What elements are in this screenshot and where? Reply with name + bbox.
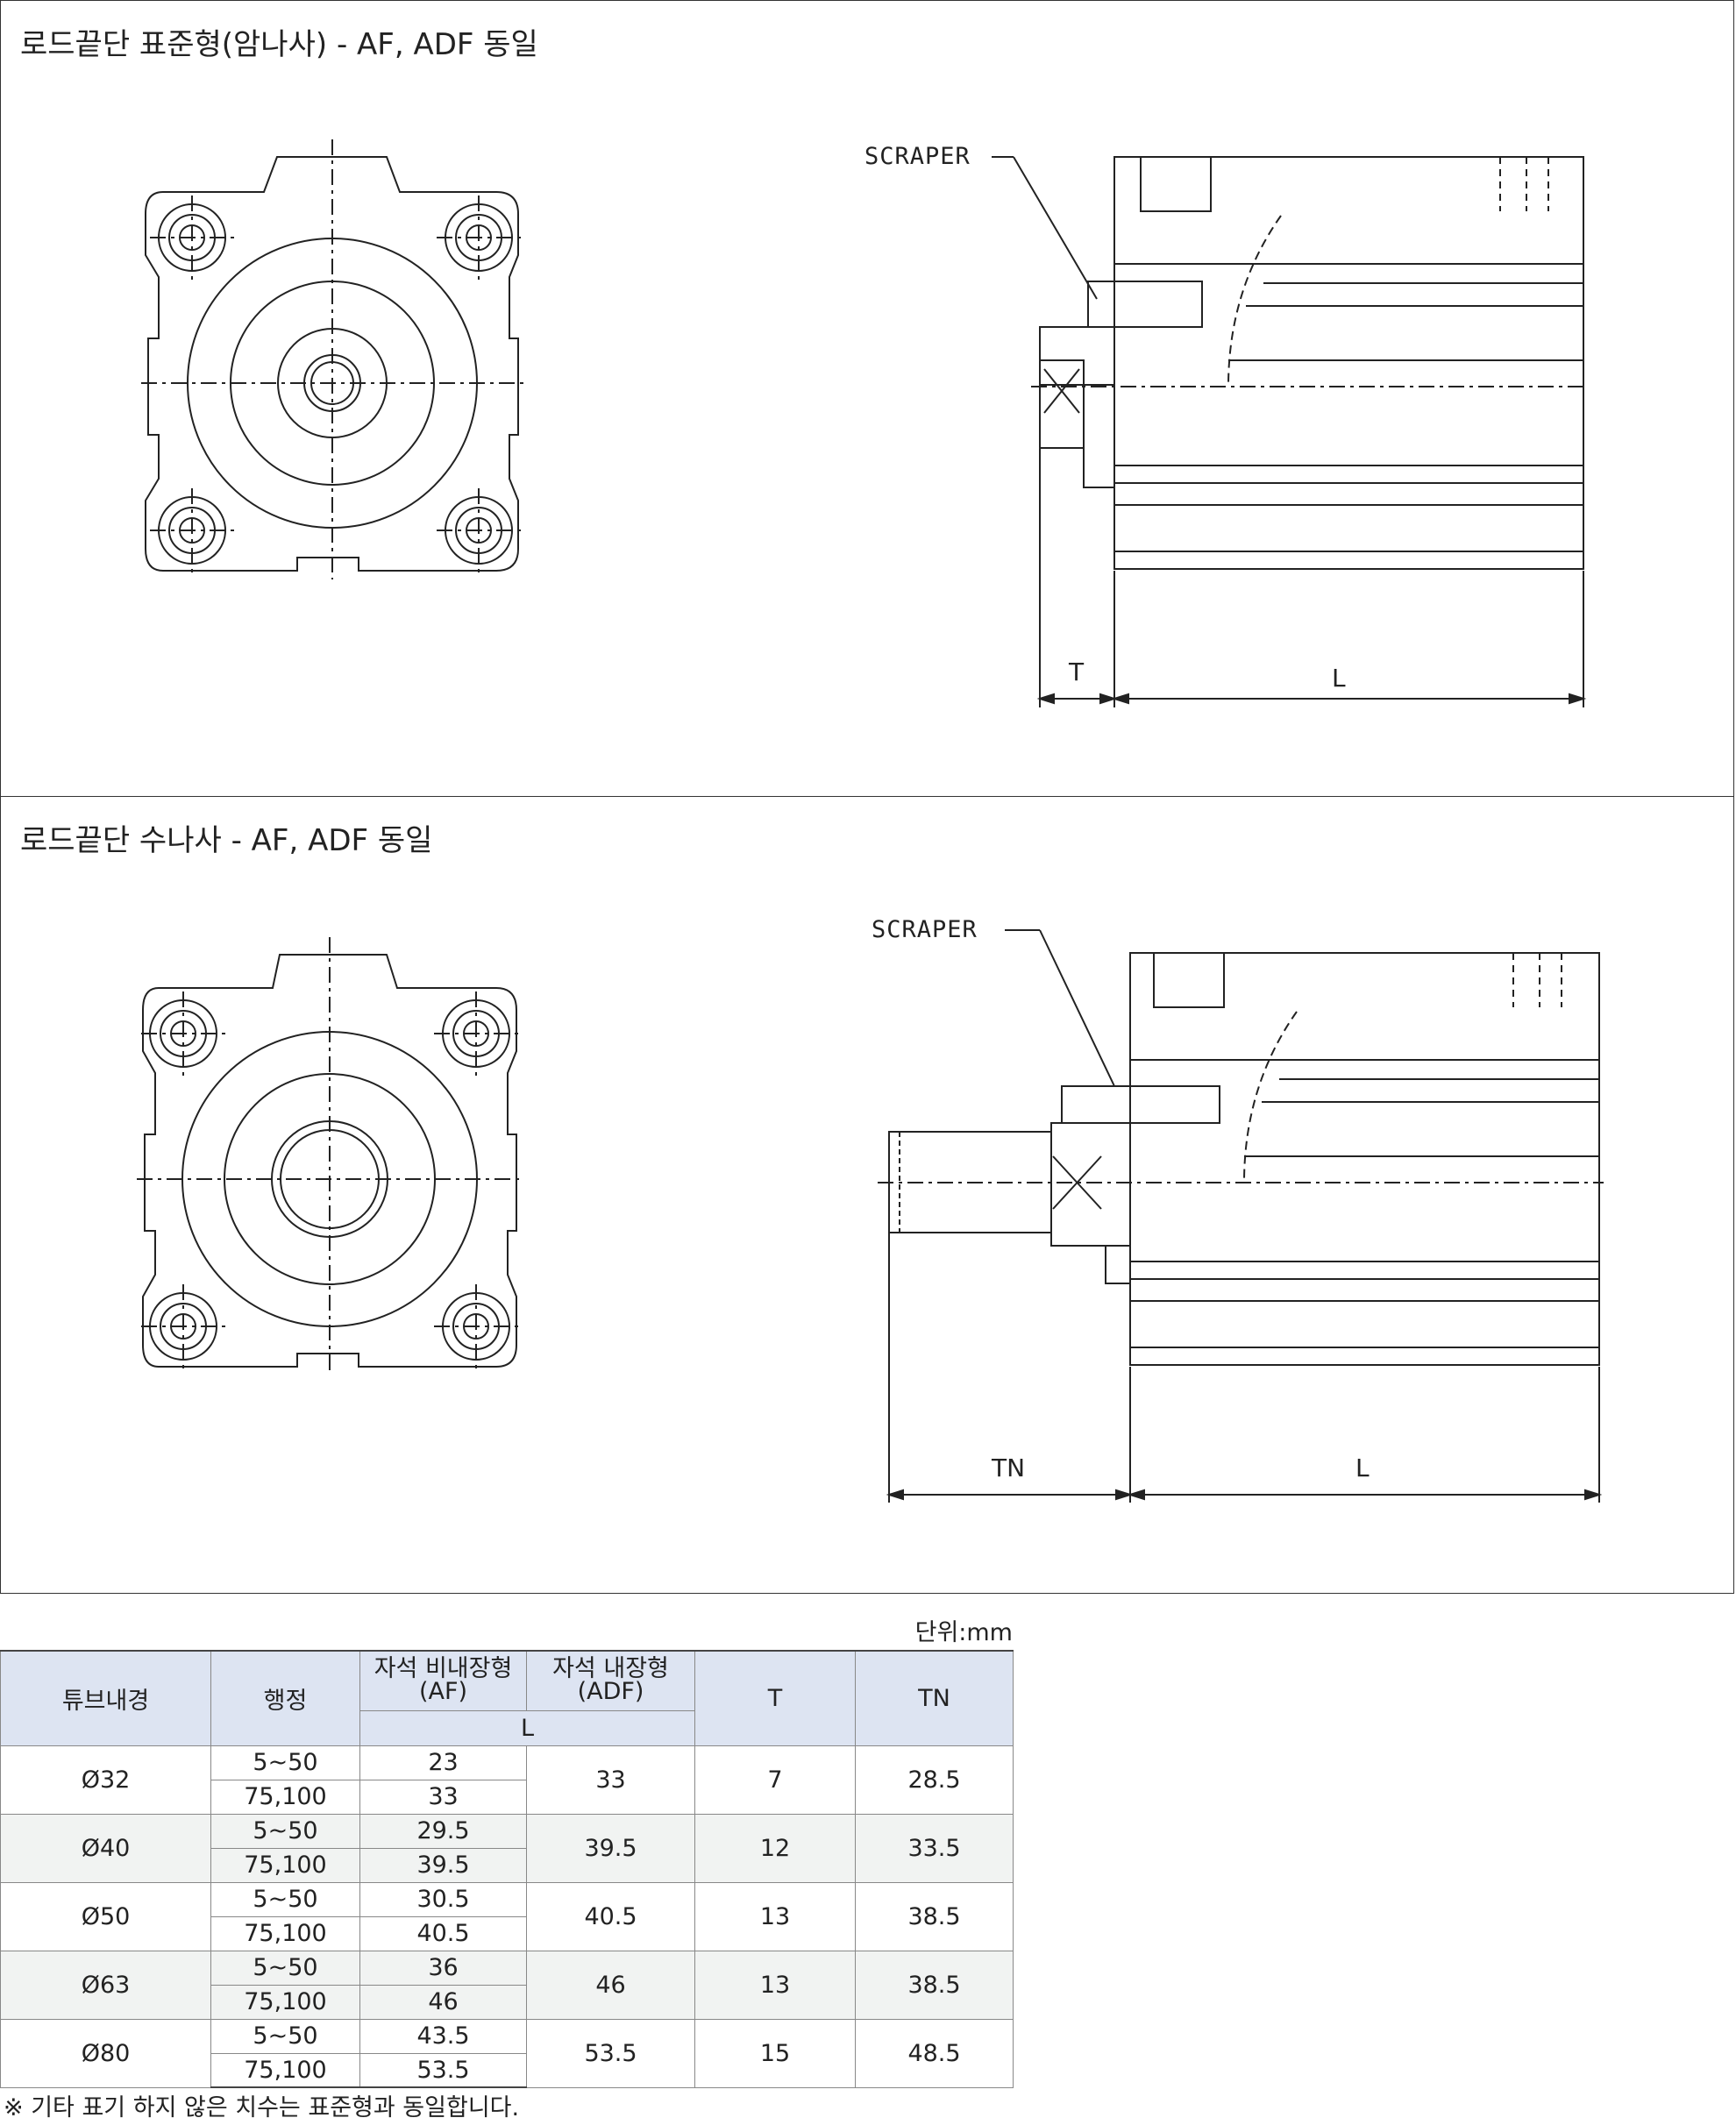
table-cell-stroke: 5~50 [210,2018,360,2054]
table-cell-stroke: 5~50 [210,1950,360,1986]
drawing-panel-male-thread: 로드끝단 수나사 - AF, ADF 동일 [0,796,1734,1594]
table-cell-tn: 33.5 [855,1813,1014,1883]
section-title: 로드끝단 수나사 - AF, ADF 동일 [20,823,433,858]
header-af: 자석 비내장형(AF) [359,1650,527,1711]
table-cell-t: 13 [694,1950,856,2020]
table-cell-stroke: 75,100 [210,1984,360,2020]
dim-label-l: L [1332,664,1346,693]
table-cell-bore: Ø50 [0,1881,211,1951]
table-cell-stroke: 5~50 [210,1745,360,1780]
table-cell-tn: 28.5 [855,1745,1014,1815]
header-adf: 자석 내장형(ADF) [526,1650,695,1711]
header-tn: TN [855,1650,1014,1746]
table-cell-af: 43.5 [359,2018,527,2054]
table-cell-adf: 53.5 [526,2018,695,2088]
table-cell-adf: 46 [526,1950,695,2020]
table-cell-stroke: 75,100 [210,1779,360,1815]
side-view [878,952,1604,1366]
dimension-table: 튜브내경 행정 자석 비내장형(AF) 자석 내장형(ADF) T TN L Ø… [0,1650,1014,2088]
table-cell-bore: Ø40 [0,1813,211,1883]
dim-label-t: T [1068,657,1085,686]
header-l: L [359,1709,695,1746]
header-t: T [694,1650,856,1746]
table-cell-af: 36 [359,1950,527,1986]
cylinder-drawing: SCRAPER TN L [137,916,1604,1503]
table-cell-stroke: 5~50 [210,1813,360,1849]
side-view [1031,156,1588,570]
table-cell-stroke: 75,100 [210,2052,360,2088]
table-cell-stroke: 75,100 [210,1915,360,1951]
dim-label-l: L [1355,1453,1370,1482]
section-title: 로드끝단 표준형(암나사) - AF, ADF 동일 [20,27,538,62]
table-cell-af: 23 [359,1745,527,1780]
table-cell-adf: 40.5 [526,1881,695,1951]
table-cell-stroke: 75,100 [210,1847,360,1883]
header-bore: 튜브내경 [0,1650,211,1746]
table-cell-af: 29.5 [359,1813,527,1849]
table-cell-af: 53.5 [359,2052,527,2088]
table-cell-t: 12 [694,1813,856,1883]
table-cell-t: 13 [694,1881,856,1951]
dim-label-tn: TN [991,1453,1025,1482]
table-cell-af: 30.5 [359,1881,527,1917]
table-cell-tn: 48.5 [855,2018,1014,2088]
table-cell-af: 39.5 [359,1847,527,1883]
header-stroke: 행정 [210,1650,360,1746]
drawing-panel-female-thread: 로드끝단 표준형(암나사) - AF, ADF 동일 [0,0,1734,798]
cylinder-drawing: SCRAPER T L [141,139,1588,707]
table-cell-tn: 38.5 [855,1950,1014,2020]
scraper-label: SCRAPER [872,916,978,943]
footnote: ※ 기타 표기 하지 않은 치수는 표준형과 동일합니다. [4,2094,520,2121]
front-view [141,139,525,579]
table-cell-t: 15 [694,2018,856,2088]
table-cell-adf: 33 [526,1745,695,1815]
table-cell-bore: Ø32 [0,1745,211,1815]
table-cell-af: 40.5 [359,1915,527,1951]
table-cell-t: 7 [694,1745,856,1815]
front-view [137,937,523,1375]
table-cell-tn: 38.5 [855,1881,1014,1951]
scraper-label: SCRAPER [864,143,971,170]
table-cell-stroke: 5~50 [210,1881,360,1917]
table-cell-af: 33 [359,1779,527,1815]
table-cell-af: 46 [359,1984,527,2020]
table-cell-bore: Ø63 [0,1950,211,2020]
unit-label: 단위:mm [914,1619,1013,1646]
table-cell-adf: 39.5 [526,1813,695,1883]
table-cell-bore: Ø80 [0,2018,211,2088]
